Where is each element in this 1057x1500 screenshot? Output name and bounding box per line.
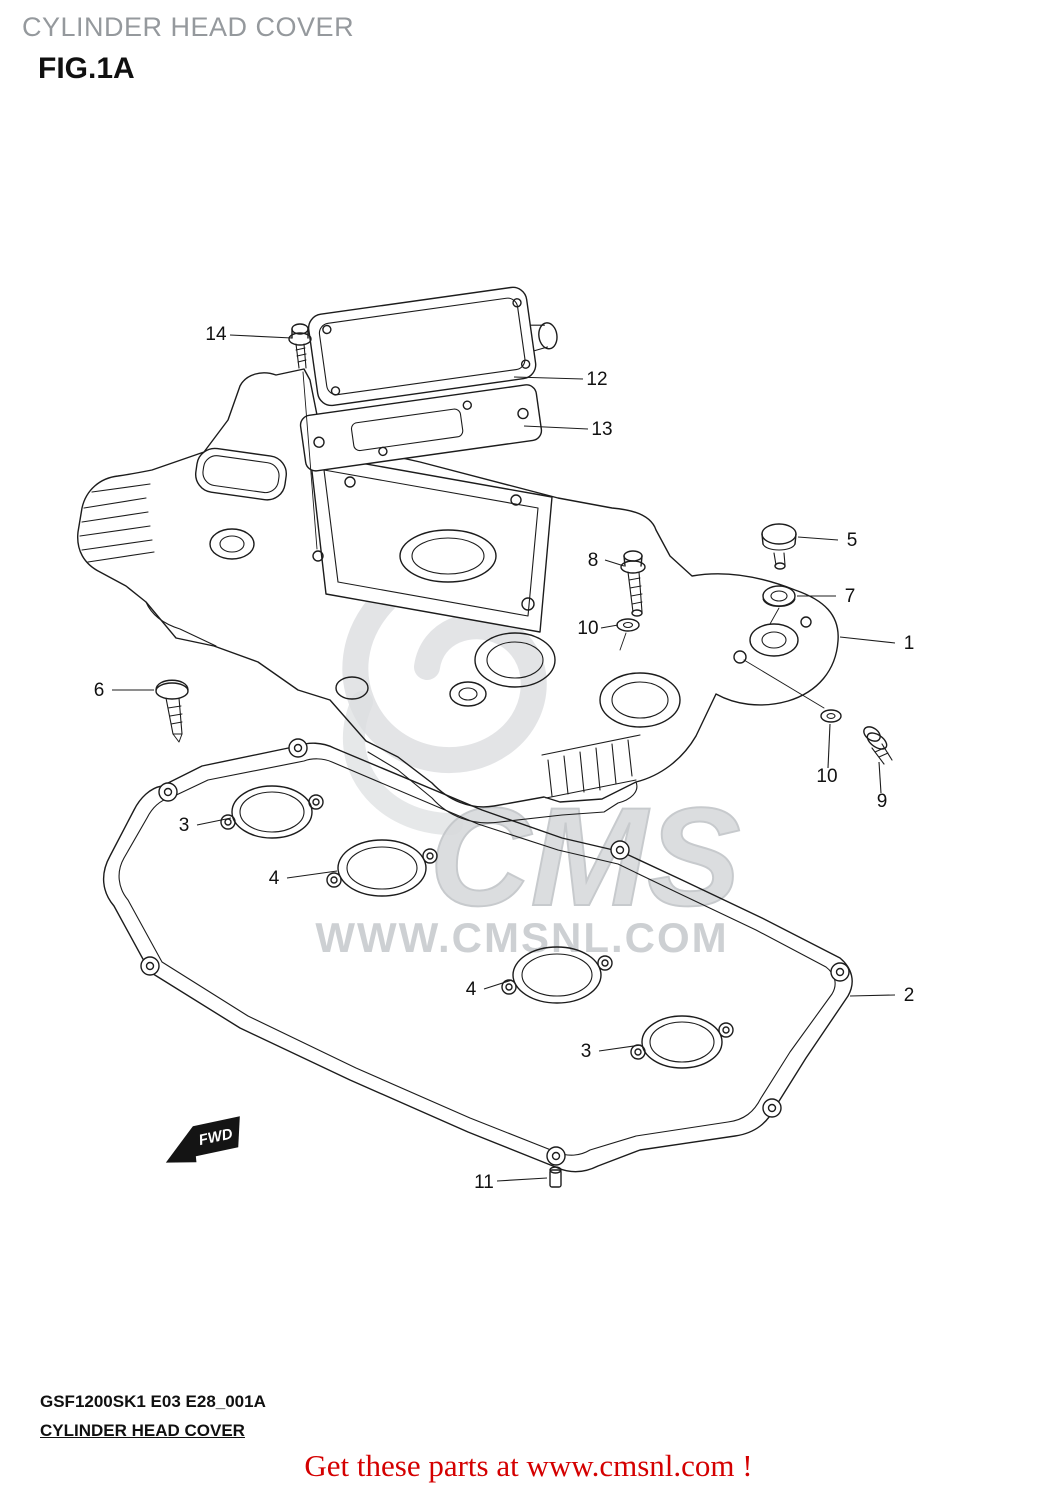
- round-seal-4b: [501, 946, 613, 1004]
- plug-11-part: [549, 1166, 562, 1188]
- fwd-label: FWD: [197, 1125, 234, 1149]
- breather-gasket-part: [299, 384, 543, 472]
- round-seal-3b: [630, 1015, 734, 1069]
- callout-6: 6: [94, 680, 105, 701]
- callout-12: 12: [586, 369, 607, 390]
- callout-4a: 4: [269, 868, 280, 889]
- callout-1: 1: [904, 633, 915, 654]
- watermark-url-text: WWW.CMSNL.COM: [315, 914, 728, 961]
- callout-numbers: 14 12 13 8 5 7 10 1 6 10 9 3 4 4 3 2 11: [94, 324, 915, 1193]
- figure-label: FIG.1A: [38, 52, 135, 85]
- round-seal-4a: [326, 839, 438, 897]
- bottom-fins: [541, 734, 641, 799]
- footer-diagram-title: CYLINDER HEAD COVER: [40, 1421, 245, 1440]
- bolt-9-part: [863, 726, 893, 765]
- plug-6-part: [155, 679, 189, 743]
- callout-4b: 4: [466, 979, 477, 1000]
- screw-5-part: [761, 523, 797, 570]
- callout-7: 7: [845, 586, 856, 607]
- callout-2: 2: [904, 985, 915, 1006]
- cmsnl-promo-link[interactable]: Get these parts at www.cmsnl.com !: [304, 1448, 753, 1483]
- leader-lines: [112, 334, 896, 1182]
- round-seal-3a: [220, 785, 324, 839]
- washer-10b-part: [820, 709, 842, 723]
- grommet-7-part: [762, 585, 796, 625]
- breather-mount-platform: [309, 453, 553, 633]
- callout-13: 13: [591, 419, 612, 440]
- left-fins: [79, 483, 155, 563]
- model-code: GSF1200SK1 E03 E28_001A: [40, 1392, 266, 1411]
- callout-8: 8: [588, 550, 599, 571]
- gasket-tabs: [140, 738, 850, 1166]
- callout-9: 9: [877, 791, 888, 812]
- callout-11: 11: [474, 1172, 494, 1193]
- bolt-14-part: [288, 323, 318, 550]
- callout-14: 14: [205, 324, 227, 345]
- callout-3b: 3: [581, 1041, 592, 1062]
- washer-10a-part: [616, 618, 640, 651]
- callout-10a: 10: [577, 618, 598, 639]
- callout-3a: 3: [179, 815, 190, 836]
- breather-cover-part: [307, 286, 558, 407]
- cylinder-head-cover-part: [77, 368, 839, 824]
- fwd-direction-marker: FWD: [165, 1116, 240, 1163]
- drawing-lines: [77, 286, 893, 1188]
- page-title: CYLINDER HEAD COVER: [22, 12, 355, 42]
- bolt-8-part: [620, 550, 646, 617]
- callout-5: 5: [847, 530, 858, 551]
- head-cover-gasket-part: [103, 738, 853, 1173]
- callout-10b: 10: [816, 766, 837, 787]
